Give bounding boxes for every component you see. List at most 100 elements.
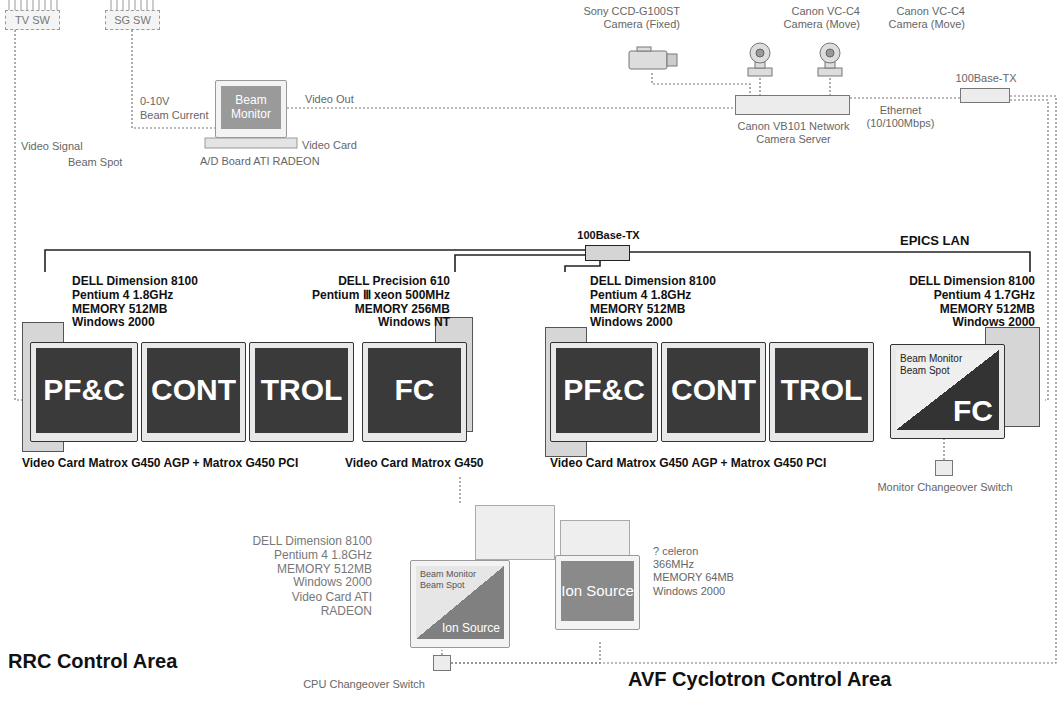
workstation: DELL Dimension 8100 Pentium 4 1.7GHz MEM…: [880, 272, 1045, 442]
monitor-screen: TROL: [255, 348, 348, 433]
monitor: CONT: [141, 342, 246, 442]
lan-cable: [630, 252, 1030, 272]
computer-base: [205, 138, 297, 148]
node-text: CPU Changeover Switch: [254, 678, 474, 691]
switch-box: TV SW: [5, 10, 60, 30]
signal-wire: [943, 439, 944, 460]
monitor-screen: CONT: [147, 348, 240, 433]
signal-wire: [287, 107, 735, 108]
node-text: CONT: [151, 373, 236, 408]
workstation: DELL Dimension 8100 Pentium 4 1.8GHz MEM…: [540, 272, 880, 477]
signal-label: Video Signal: [21, 140, 83, 153]
node-text: PF&C: [43, 373, 125, 408]
node-text: SG SW: [114, 14, 151, 27]
monitor: Beam MonitorBeam SpotFC: [890, 344, 1005, 439]
signal-label: EPICS LAN: [900, 234, 969, 249]
changeover-switch: Monitor Changeover Switch: [935, 460, 953, 476]
network-hub: 100Base-TX: [585, 245, 630, 261]
node-text: Beam Spot: [900, 365, 949, 377]
node-text: DELL Dimension 8100 Pentium 4 1.7GHz MEM…: [895, 275, 1035, 330]
signal-wire: [451, 96, 1056, 663]
node-text: Beam Monitor: [221, 94, 281, 122]
fixed-camera-icon: [625, 45, 680, 73]
cable-bundle: [8, 0, 58, 10]
camera: Canon VC-C4 Camera (Move): [740, 40, 780, 78]
area-title: RRC Control Area: [8, 650, 177, 673]
signal-wire: [829, 78, 830, 95]
node-text: Canon VC-C4 Camera (Move): [775, 5, 860, 30]
node-text: TROL: [261, 373, 343, 408]
monitor-screen: PF&C: [36, 348, 132, 433]
monitor-screen: TROL: [775, 348, 868, 433]
monitor: Beam Monitor: [215, 80, 287, 138]
ptz-camera-icon: [810, 40, 850, 78]
node-text: Video Card Matrox G450 AGP + Matrox G450…: [22, 457, 357, 471]
signal-label: A/D Board ATI RADEON: [200, 155, 320, 168]
workstation: DELL Dimension 8100 Pentium 4 1.8GHz MEM…: [22, 272, 357, 477]
node-text: PF&C: [563, 373, 645, 408]
node-text: FC: [395, 373, 435, 408]
workstation: ? celeron 366MHz MEMORY 64MB Windows 200…: [545, 520, 645, 640]
node-text: TROL: [781, 373, 863, 408]
signal-label: Video Card: [302, 139, 357, 152]
monitor-screen: PF&C: [556, 348, 652, 433]
monitor: Beam MonitorBeam SpotIon Source: [410, 560, 510, 648]
monitor-screen: Beam Monitor: [221, 86, 281, 129]
node-text: Beam Spot: [420, 580, 465, 590]
node-text: Video Card Matrox G450: [345, 457, 510, 471]
node-text: Ion Source: [442, 622, 500, 636]
signal-wire: [459, 477, 460, 505]
node-text: DELL Precision 610 Pentium Ⅲ xeon 500MHz…: [304, 275, 450, 330]
node-text: Ion Source: [561, 582, 634, 599]
signal-wire: [652, 73, 750, 95]
node-text: FC: [953, 394, 993, 429]
node-text: DELL Dimension 8100 Pentium 4 1.8GHz MEM…: [72, 275, 212, 330]
signal-label: Ethernet (10/100Mbps): [858, 104, 943, 129]
lan-cable: [565, 261, 600, 272]
signal-label: Beam Current: [140, 109, 208, 122]
monitor: Ion Source: [555, 555, 640, 630]
network-hub: 100Base-TX: [960, 88, 1010, 103]
node-text: TV SW: [15, 14, 50, 27]
node-text: Sony CCD-G100ST Camera (Fixed): [570, 5, 680, 30]
node-text: Beam Monitor: [420, 569, 476, 579]
node-text: Canon VC-C4 Camera (Move): [880, 5, 965, 30]
signal-wire: [15, 30, 22, 400]
monitor-screen: Ion Source: [561, 561, 634, 621]
switch-box: SG SW: [105, 10, 160, 30]
monitor-screen: Beam MonitorBeam SpotFC: [896, 350, 999, 430]
monitor: FC: [362, 342, 467, 442]
changeover-switch: CPU Changeover Switch: [433, 655, 451, 671]
signal-wire: [759, 78, 760, 95]
node-text: Beam Monitor: [900, 353, 962, 365]
node-text: CONT: [671, 373, 756, 408]
workstation: DELL Dimension 8100 Pentium 4 1.8GHz MEM…: [405, 505, 580, 650]
node-text: 100Base-TX: [571, 229, 646, 242]
signal-label: 0-10V: [140, 95, 169, 108]
cable-bundle: [108, 0, 158, 10]
monitor-screen: Beam MonitorBeam SpotIon Source: [416, 566, 504, 639]
area-title: AVF Cyclotron Control Area: [628, 668, 891, 691]
monitor: TROL: [769, 342, 874, 442]
ptz-camera-icon: [740, 40, 780, 78]
node-text: Video Card Matrox G450 AGP + Matrox G450…: [550, 457, 880, 471]
signal-label: Video Out: [305, 93, 354, 106]
monitor-screen: FC: [368, 348, 461, 433]
camera: Canon VC-C4 Camera (Move): [810, 40, 850, 78]
node-text: Video Card ATI RADEON: [240, 591, 372, 619]
node-text: ? celeron 366MHz MEMORY 64MB Windows 200…: [653, 545, 738, 598]
monitor: PF&C: [30, 342, 138, 442]
camera-server: Canon VB101 Network Camera Server: [735, 95, 850, 115]
node-text: Monitor Changeover Switch: [870, 481, 1020, 494]
monitor-screen: CONT: [667, 348, 760, 433]
monitor: CONT: [661, 342, 766, 442]
node-text: Canon VB101 Network Camera Server: [731, 120, 856, 145]
signal-label: Beam Spot: [68, 156, 122, 169]
node-text: DELL Dimension 8100 Pentium 4 1.8GHz MEM…: [590, 275, 730, 330]
computer-tower: [475, 505, 555, 560]
signal-wire: [132, 30, 215, 128]
node-text: DELL Dimension 8100 Pentium 4 1.8GHz MEM…: [240, 535, 372, 590]
monitor: PF&C: [550, 342, 658, 442]
